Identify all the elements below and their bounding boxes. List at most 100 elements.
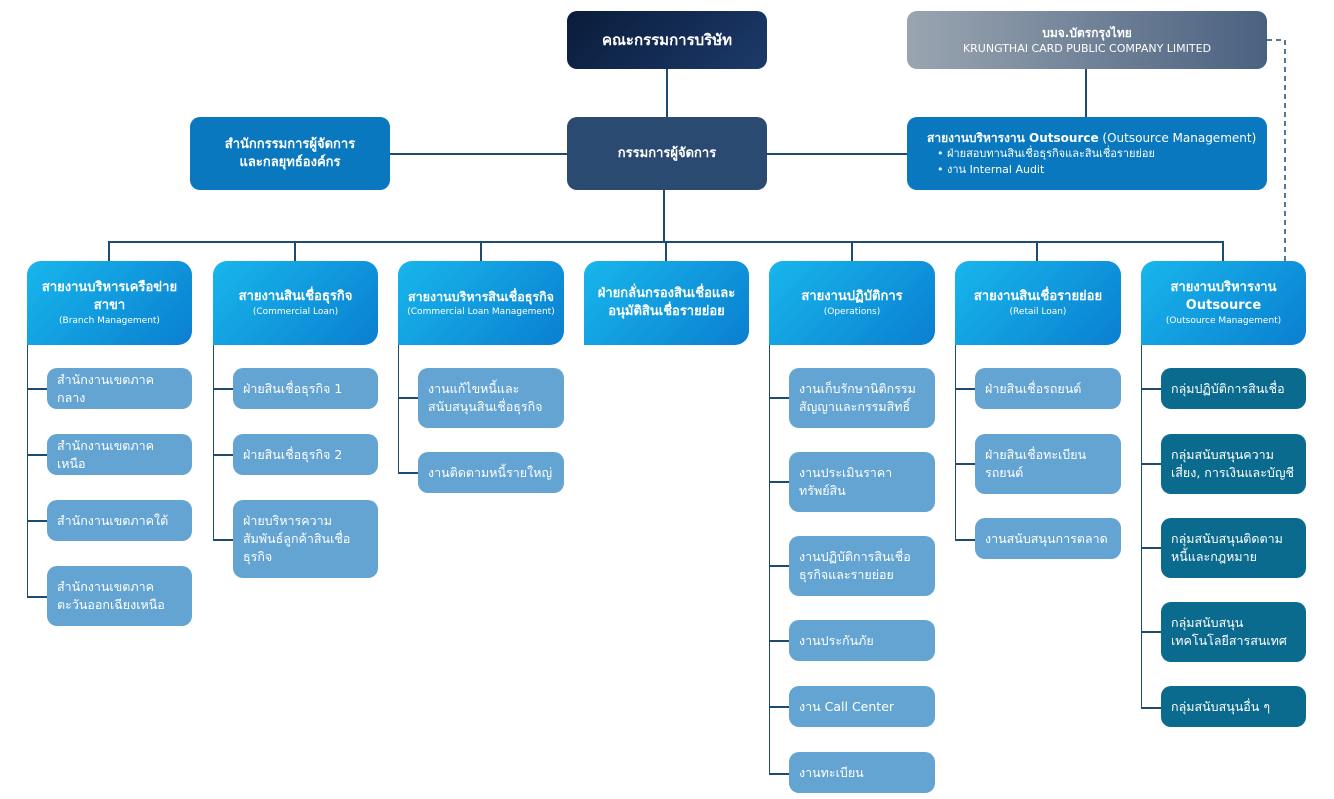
tick bbox=[769, 565, 789, 567]
child-box: งานเก็บรักษานิติกรรมสัญญาและกรรมสิทธิ์ bbox=[789, 368, 935, 428]
child-label: งาน Call Center bbox=[799, 698, 895, 714]
tick bbox=[27, 596, 47, 598]
tick bbox=[769, 706, 789, 708]
column-title: สายงานสินเชื่อรายย่อย bbox=[973, 288, 1103, 304]
office-line1: สำนักกรรมการผู้จัดการ bbox=[224, 136, 356, 152]
ceo-box: กรรมการผู้จัดการ bbox=[567, 117, 767, 190]
column-header-retail-loan: สายงานสินเชื่อรายย่อย (Retail Loan) bbox=[955, 261, 1121, 345]
column-english: (Retail Loan) bbox=[1009, 306, 1067, 317]
tick bbox=[1141, 707, 1161, 709]
column-title: สายงานสินเชื่อธุรกิจ bbox=[238, 288, 353, 304]
child-box: งานแก้ไขหนี้และสนับสนุนสินเชื่อธุรกิจ bbox=[418, 368, 564, 428]
connector-ceo-bus bbox=[663, 190, 665, 242]
outsource-top-item: • ฝ่ายสอบทานสินเชื่อธุรกิจและสินเชื่อราย… bbox=[937, 146, 1155, 160]
connector-ceo-outsource bbox=[767, 153, 908, 155]
child-label: กลุ่มปฏิบัติการสินเชื่อ bbox=[1171, 380, 1285, 396]
child-box: งานปฏิบัติการสินเชื่อธุรกิจและรายย่อย bbox=[789, 536, 935, 596]
child-box: กลุ่มสนับสนุนเทคโนโลยีสารสนเทศ bbox=[1161, 602, 1306, 662]
child-box: งานทะเบียน bbox=[789, 752, 935, 793]
child-label: กลุ่มสนับสนุนติดตามหนี้และกฎหมาย bbox=[1171, 531, 1283, 564]
child-label: งานสนับสนุนการตลาด bbox=[985, 530, 1108, 546]
drop-col4 bbox=[665, 241, 667, 262]
child-box: สำนักงานเขตภาคกลาง bbox=[47, 368, 192, 409]
outsource-top-title-bold: สายงานบริหารงาน Outsource bbox=[927, 130, 1099, 145]
child-label: ฝ่ายสินเชื่อทะเบียนรถยนต์ bbox=[985, 447, 1087, 480]
board-label: คณะกรรมการบริษัท bbox=[601, 31, 732, 49]
child-label: ฝ่ายสินเชื่อรถยนต์ bbox=[985, 380, 1082, 396]
column-header-retail-approval: ฝ่ายกลั่นกรองสินเชื่อและอนุมัติสินเชื่อร… bbox=[584, 261, 749, 345]
drop-col3 bbox=[480, 241, 482, 262]
branch-col5 bbox=[769, 344, 770, 774]
column-title: สายงานปฏิบัติการ bbox=[801, 288, 903, 304]
drop-col2 bbox=[294, 241, 296, 262]
column-title: ฝ่ายกลั่นกรองสินเชื่อและอนุมัติสินเชื่อร… bbox=[597, 286, 736, 319]
tick bbox=[1141, 388, 1161, 390]
child-label: ฝ่ายบริหารความสัมพันธ์ลูกค้าสินเชื่อธุรก… bbox=[243, 513, 351, 564]
outsource-top-title: สายงานบริหารงาน Outsource (Outsource Man… bbox=[927, 130, 1267, 146]
child-label: กลุ่มสนับสนุนเทคโนโลยีสารสนเทศ bbox=[1171, 615, 1287, 648]
tick bbox=[27, 454, 47, 456]
child-box: ฝ่ายสินเชื่อธุรกิจ 2 bbox=[233, 434, 378, 475]
child-box: สำนักงานเขตภาคตะวันออกเฉียงเหนือ bbox=[47, 566, 192, 626]
tick bbox=[955, 388, 975, 390]
child-label: งานเก็บรักษานิติกรรมสัญญาและกรรมสิทธิ์ bbox=[799, 381, 916, 414]
tick bbox=[955, 539, 975, 541]
child-label: สำนักงานเขตภาคเหนือ bbox=[57, 437, 154, 471]
child-label: งานประกันภัย bbox=[799, 632, 874, 648]
child-label: สำนักงานเขตภาคตะวันออกเฉียงเหนือ bbox=[57, 579, 165, 612]
tick bbox=[1141, 463, 1161, 465]
connector-office-ceo bbox=[389, 153, 567, 155]
child-box: ฝ่ายสินเชื่อรถยนต์ bbox=[975, 368, 1121, 409]
child-box: กลุ่มปฏิบัติการสินเชื่อ bbox=[1161, 368, 1306, 409]
child-box: งานสนับสนุนการตลาด bbox=[975, 518, 1121, 559]
tick bbox=[398, 472, 418, 474]
child-box: ฝ่ายสินเชื่อทะเบียนรถยนต์ bbox=[975, 434, 1121, 494]
tick bbox=[213, 454, 233, 456]
drop-col6 bbox=[1036, 241, 1038, 262]
child-label: ฝ่ายสินเชื่อธุรกิจ 1 bbox=[243, 380, 343, 396]
column-header-outsource: สายงานบริหารงาน Outsource (Outsource Man… bbox=[1141, 261, 1306, 345]
tick bbox=[398, 397, 418, 399]
column-title: สายงานบริหารเครือข่ายสาขา bbox=[41, 279, 178, 313]
tick bbox=[769, 773, 789, 775]
company-english: KRUNGTHAI CARD PUBLIC COMPANY LIMITED bbox=[962, 41, 1212, 55]
connector-company-outsource bbox=[1085, 68, 1087, 118]
column-english: (Branch Management) bbox=[59, 315, 160, 326]
column-title: สายงานบริหารสินเชื่อธุรกิจ bbox=[408, 288, 554, 304]
board-box: คณะกรรมการบริษัท bbox=[567, 11, 767, 69]
child-label: งานประเมินราคาทรัพย์สิน bbox=[799, 465, 893, 498]
column-title: สายงานบริหารงาน Outsource bbox=[1170, 279, 1277, 313]
tick bbox=[769, 640, 789, 642]
column-header-branch: สายงานบริหารเครือข่ายสาขา (Branch Manage… bbox=[27, 261, 192, 345]
child-box: งานประกันภัย bbox=[789, 620, 935, 661]
outsource-top-box: สายงานบริหารงาน Outsource (Outsource Man… bbox=[907, 117, 1267, 190]
child-box: งาน Call Center bbox=[789, 686, 935, 727]
column-english: (Commercial Loan) bbox=[252, 306, 339, 317]
drop-col5 bbox=[851, 241, 853, 262]
branch-col7 bbox=[1141, 344, 1142, 708]
child-label: งานติดตามหนี้รายใหญ่ bbox=[428, 464, 553, 480]
child-label: สำนักงานเขตภาคกลาง bbox=[57, 371, 154, 405]
company-thai: บมจ.บัตรกรุงไทย bbox=[1042, 25, 1132, 40]
child-box: สำนักงานเขตภาคใต้ bbox=[47, 500, 192, 541]
tick bbox=[769, 397, 789, 399]
child-box: งานประเมินราคาทรัพย์สิน bbox=[789, 452, 935, 512]
tick bbox=[27, 520, 47, 522]
column-header-commercial-loan-mgmt: สายงานบริหารสินเชื่อธุรกิจ (Commercial L… bbox=[398, 261, 564, 345]
branch-col3 bbox=[398, 344, 399, 473]
outsource-top-item-text: งาน Internal Audit bbox=[947, 162, 1045, 176]
child-label: งานปฏิบัติการสินเชื่อธุรกิจและรายย่อย bbox=[799, 549, 911, 582]
tick bbox=[213, 539, 233, 541]
branch-col2 bbox=[213, 344, 214, 540]
branch-col1 bbox=[27, 344, 28, 597]
column-english: (Outsource Management) bbox=[1165, 315, 1282, 326]
column-header-commercial-loan: สายงานสินเชื่อธุรกิจ (Commercial Loan) bbox=[213, 261, 378, 345]
drop-col7 bbox=[1222, 241, 1224, 262]
child-label: งานแก้ไขหนี้และสนับสนุนสินเชื่อธุรกิจ bbox=[428, 381, 543, 414]
column-header-operations: สายงานปฏิบัติการ (Operations) bbox=[769, 261, 935, 345]
tick bbox=[27, 388, 47, 390]
child-label: กลุ่มสนับสนุนอื่น ๆ bbox=[1171, 698, 1271, 714]
tick bbox=[955, 463, 975, 465]
office-line2: และกลยุทธ์องค์กร bbox=[239, 154, 341, 170]
child-box: งานติดตามหนี้รายใหญ่ bbox=[418, 452, 564, 493]
